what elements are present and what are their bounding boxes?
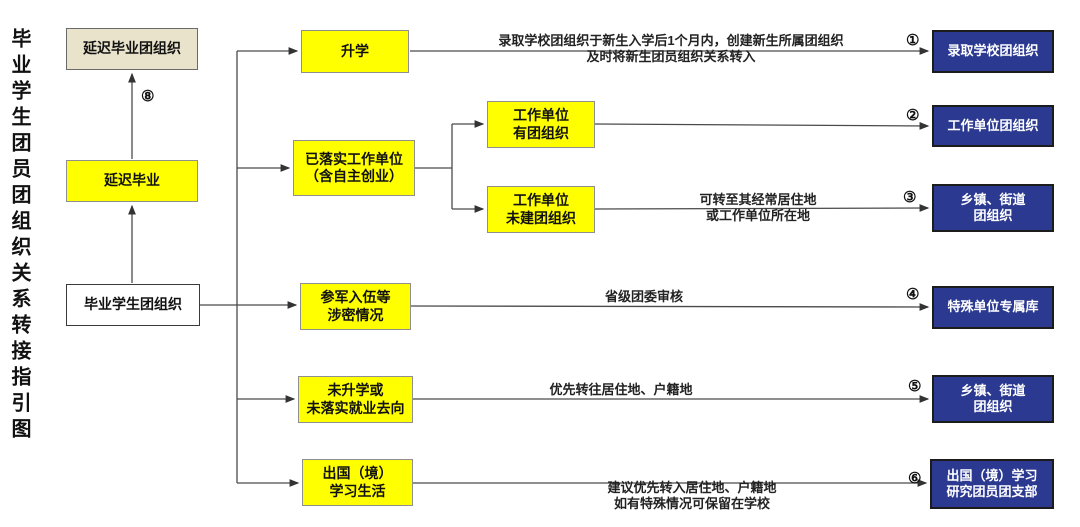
node-workunit-with-league: 工作单位 有团组织 bbox=[487, 101, 595, 148]
target-township-street-org-2: 乡镇、街道 团组织 bbox=[932, 375, 1054, 423]
circled-number-3: ③ bbox=[903, 189, 917, 206]
annotation-admission-transfer: 录取学校团组织于新生入学后1个月内，创建新生所属团组织 及时将新生团员组织关系转… bbox=[498, 33, 844, 64]
target-special-unit-library: 特殊单位专属库 bbox=[932, 286, 1054, 329]
annotation-provincial-review: 省级团委审核 bbox=[604, 289, 683, 304]
circled-number-8: ⑧ bbox=[141, 88, 155, 105]
branch-trunk bbox=[200, 47, 300, 487]
circled-number-1: ① bbox=[906, 32, 920, 49]
node-workunit-without-league: 工作单位 未建团组织 bbox=[487, 186, 595, 233]
circled-number-6: ⑥ bbox=[908, 470, 922, 487]
target-township-street-org-1: 乡镇、街道 团组织 bbox=[932, 184, 1054, 232]
annotation-priority-residence: 优先转往居住地、户籍地 bbox=[549, 382, 693, 397]
employed-split bbox=[415, 120, 485, 213]
node-no-study-no-job: 未升学或 未落实就业去向 bbox=[298, 376, 413, 423]
circled-number-2: ② bbox=[906, 107, 920, 124]
target-workunit-league-org: 工作单位团组织 bbox=[932, 105, 1054, 147]
target-abroad-league-branch: 出国（境）学习 研究团员团支部 bbox=[930, 459, 1054, 509]
node-graduating-student-org: 毕业学生团组织 bbox=[66, 284, 200, 326]
node-further-study: 升学 bbox=[301, 30, 409, 73]
node-abroad-study-life: 出国（境） 学习生活 bbox=[302, 459, 413, 506]
target-admitting-school-org: 录取学校团组织 bbox=[932, 30, 1054, 73]
node-employed-work-unit: 已落实工作单位 （含自主创业） bbox=[293, 140, 415, 196]
node-delayed-graduation: 延迟毕业 bbox=[66, 160, 198, 202]
node-military-classified: 参军入伍等 涉密情况 bbox=[300, 283, 411, 330]
annotation-residence-or-workplace: 可转至其经常居住地 或工作单位所在地 bbox=[699, 192, 817, 223]
circled-number-4: ④ bbox=[906, 286, 920, 303]
annotation-abroad-advice: 建议优先转入居住地、户籍地 如有特殊情况可保留在学校 bbox=[607, 480, 777, 511]
diagram-title: 毕业学生团员团组织关系转接指引图 bbox=[8, 28, 30, 444]
node-delayed-graduation-org: 延迟毕业团组织 bbox=[66, 28, 198, 70]
circled-number-5: ⑤ bbox=[908, 378, 922, 395]
